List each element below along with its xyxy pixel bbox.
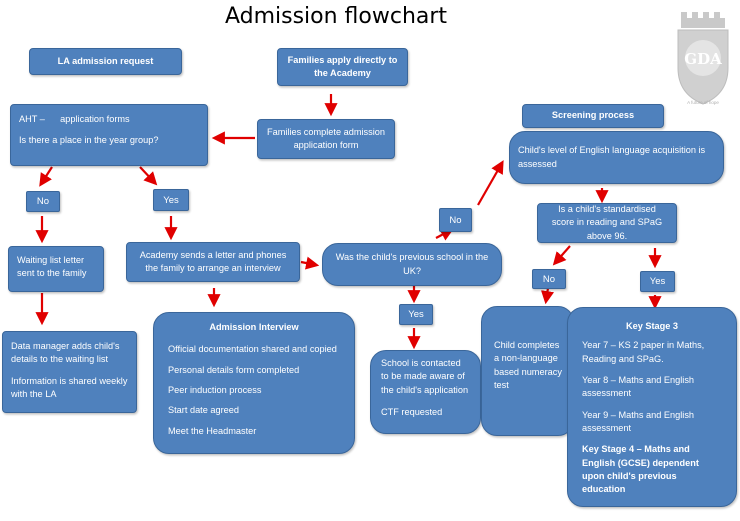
arrow-no-to-english: [477, 160, 504, 206]
families-complete-text: Families complete admission application …: [267, 126, 385, 150]
data-manager-box: Data manager adds child's details to the…: [2, 331, 137, 413]
la-admission-request-box: LA admission request: [29, 48, 182, 75]
arrow-score-to-no: [552, 245, 571, 266]
english-level-text: Child's level of English language acquis…: [518, 145, 706, 169]
academy-letter-text: Academy sends a letter and phones the fa…: [139, 249, 287, 273]
yes-label-mid: Yes: [399, 304, 433, 325]
yes-label-right: Yes: [640, 271, 675, 292]
key-stage-4-text: Key Stage 4 – Maths and English (GCSE) d…: [582, 444, 699, 495]
waiting-list-letter-text: Waiting list letter sent to the family: [17, 255, 87, 279]
year-7-text: Year 7 – KS 2 paper in Maths, Reading an…: [582, 340, 705, 364]
no-label-left: No: [26, 191, 60, 212]
arrow-place-to-yes: [139, 166, 158, 186]
page-title: Admission flowchart: [224, 4, 448, 29]
families-complete-box: Families complete admission application …: [257, 119, 395, 159]
academy-letter-box: Academy sends a letter and phones the fa…: [126, 242, 300, 282]
interview-item: Official documentation shared and copied: [168, 344, 337, 355]
interview-item: Start date agreed: [168, 405, 239, 416]
year-9-text: Year 9 – Maths and English assessment: [582, 409, 695, 434]
standardised-score-text: Is a child's standardised score in readi…: [551, 203, 663, 241]
key-stage-box: Key Stage 3 Year 7 – KS 2 paper in Maths…: [567, 307, 737, 507]
numeracy-test-box: Child completes a non-language based num…: [481, 306, 574, 436]
place-question-text: Is there a place in the year group?: [19, 135, 159, 146]
no-label-right: No: [532, 269, 566, 289]
la-admission-request-text: LA admission request: [57, 55, 154, 66]
logo-motto: A future of hope: [687, 100, 719, 105]
school-contacted-text: School is contacted to be made aware of …: [381, 358, 469, 395]
arrow-place-to-no: [39, 166, 53, 187]
english-level-box: Child's level of English language acquis…: [509, 131, 724, 184]
yes-label-left: Yes: [153, 189, 189, 211]
interview-item: Meet the Headmaster: [168, 425, 257, 436]
interview-item: Personal details form completed: [168, 364, 300, 375]
key-stage-3-title: Key Stage 3: [625, 321, 679, 331]
previous-school-box: Was the child's previous school in the U…: [322, 243, 502, 286]
year-8-text: Year 8 – Maths and English assessment: [582, 375, 695, 399]
previous-school-text: Was the child's previous school in the U…: [335, 252, 489, 276]
school-contacted-box: School is contacted to be made aware of …: [370, 350, 481, 434]
ctf-requested-text: CTF requested: [381, 407, 443, 418]
admission-interview-title: Admission Interview: [209, 322, 299, 332]
numeracy-test-text: Child completes a non-language based num…: [494, 340, 562, 391]
families-apply-text: Families apply directly to the Academy: [287, 54, 398, 78]
screening-process-text: Screening process: [551, 110, 635, 121]
svg-text:GDA: GDA: [684, 50, 722, 68]
place-question-box: AHT – application forms Is there a place…: [10, 104, 208, 166]
no-label-mid: No: [439, 208, 472, 232]
information-shared-text: Information is shared weekly with the LA: [11, 375, 128, 400]
screening-process-box: Screening process: [522, 104, 664, 128]
arrow-academy-to-previous: [300, 256, 320, 270]
families-apply-box: Families apply directly to the Academy: [277, 48, 408, 86]
standardised-score-box: Is a child's standardised score in readi…: [537, 203, 677, 243]
data-manager-text: Data manager adds child's details to the…: [11, 341, 120, 365]
aht-forms-text: AHT – application forms: [19, 114, 130, 124]
waiting-list-letter-box: Waiting list letter sent to the family: [8, 246, 104, 292]
admission-interview-box: Admission Interview Official documentati…: [153, 312, 355, 454]
arrow-no-to-numeracy: [540, 287, 555, 305]
interview-item: Peer induction process: [168, 385, 262, 396]
academy-logo: GDA: [677, 12, 729, 105]
